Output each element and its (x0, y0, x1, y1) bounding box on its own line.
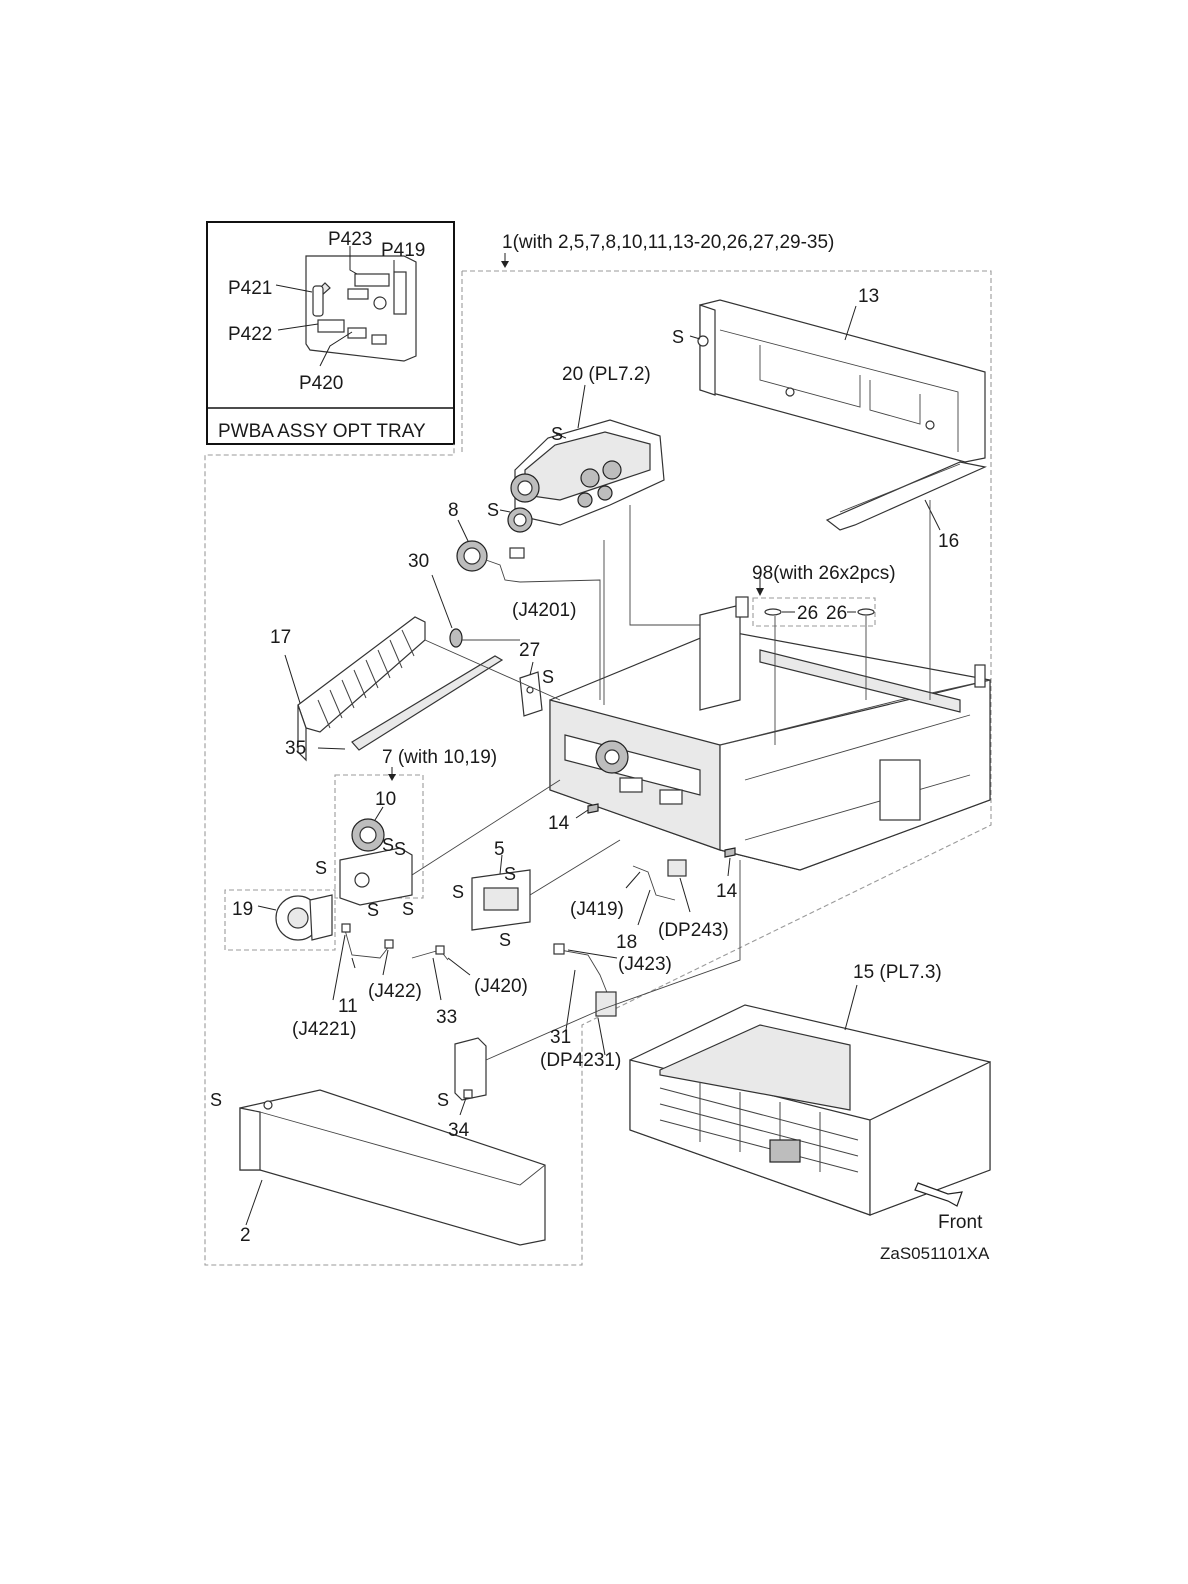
callout-13: 13 (858, 286, 879, 307)
screw-marker: S (672, 327, 684, 347)
screw-marker: S (315, 858, 327, 878)
callout-18: 18 (616, 932, 637, 953)
part-7-group (224, 767, 424, 951)
connector-label-p421: P421 (228, 278, 272, 299)
callout-8: 8 (448, 500, 459, 521)
callout-assembly-1: 1(with 2,5,7,8,10,11,13-20,26,27,29-35) (502, 232, 834, 253)
callout-17: 17 (270, 627, 291, 648)
screw-marker: S (367, 900, 379, 920)
screw-marker: S (437, 1090, 449, 1110)
guide-lines (411, 500, 931, 1061)
screw-marker: S (452, 882, 464, 902)
screw-marker: S (499, 930, 511, 950)
screw-marker: S (402, 899, 414, 919)
connector-label-p420: P420 (299, 373, 343, 394)
screw-marker: S (210, 1090, 222, 1110)
callout-30: 30 (408, 551, 429, 572)
label-layer: P423 P419 P421 P422 P420 PWBA ASSY OPT T… (210, 229, 990, 1263)
callout-11: 11 (338, 996, 358, 1017)
part-98-group (752, 578, 876, 627)
callout-dp243: (DP243) (658, 920, 729, 941)
callout-10: 10 (375, 789, 396, 810)
screw-marker: S (551, 424, 563, 444)
front-arrow-icon (914, 1182, 963, 1207)
callout-7: 7 (with 10,19) (382, 747, 497, 768)
callout-j419: (J419) (570, 899, 624, 920)
part-8-clutch (456, 519, 525, 583)
screw-marker: S (394, 839, 406, 859)
part-30-spring (431, 574, 520, 648)
figure-id: ZaS051101XA (880, 1244, 990, 1263)
callout-31: 31 (550, 1027, 571, 1048)
callout-20: 20 (PL7.2) (562, 364, 651, 385)
screw-marker: S (382, 835, 394, 855)
main-frame (549, 596, 991, 871)
callout-16: 16 (938, 531, 959, 552)
part-20-feeder (499, 384, 665, 533)
callout-19: 19 (232, 899, 253, 920)
callout-26b: 26 (826, 603, 847, 624)
callout-15: 15 (PL7.3) (853, 962, 942, 983)
callout-j4201: (J4201) (512, 600, 576, 621)
callout-35: 35 (285, 738, 306, 759)
connector-label-p422: P422 (228, 324, 272, 345)
pwba-inset (206, 221, 455, 445)
screw-marker: S (542, 667, 554, 687)
callout-14b: 14 (716, 881, 738, 902)
callout-14a: 14 (548, 813, 570, 834)
part-27-bracket (519, 661, 543, 717)
callout-98: 98(with 26x2pcs) (752, 563, 896, 584)
part-2-cover (239, 1089, 546, 1246)
assembly-boundary (204, 253, 992, 1266)
inset-title: PWBA ASSY OPT TRAY (218, 421, 426, 442)
part-35-bar (317, 655, 504, 751)
callout-34: 34 (448, 1120, 470, 1141)
part-34-bracket (454, 1037, 487, 1116)
callout-33: 33 (436, 1007, 457, 1028)
part-5-bracket (471, 854, 531, 931)
callout-j4221: (J4221) (292, 1019, 356, 1040)
callout-j420: (J420) (474, 976, 528, 997)
connector-label-p419: P419 (381, 240, 425, 261)
callout-dp4231: (DP4231) (540, 1050, 621, 1071)
callout-26a: 26 (797, 603, 818, 624)
callout-2: 2 (240, 1225, 251, 1246)
front-label: Front (938, 1212, 983, 1233)
part-14-pads (575, 803, 736, 877)
callout-5: 5 (494, 839, 505, 860)
screw-marker: S (487, 500, 499, 520)
connector-label-p423: P423 (328, 229, 372, 250)
callout-27: 27 (519, 640, 540, 661)
callout-j422: (J422) (368, 981, 422, 1002)
screw-marker: S (504, 864, 516, 884)
part-15-tray (629, 984, 991, 1216)
callout-j423: (J423) (618, 954, 672, 975)
part-13-top-cover (689, 299, 986, 463)
part-16-plate (825, 461, 987, 531)
